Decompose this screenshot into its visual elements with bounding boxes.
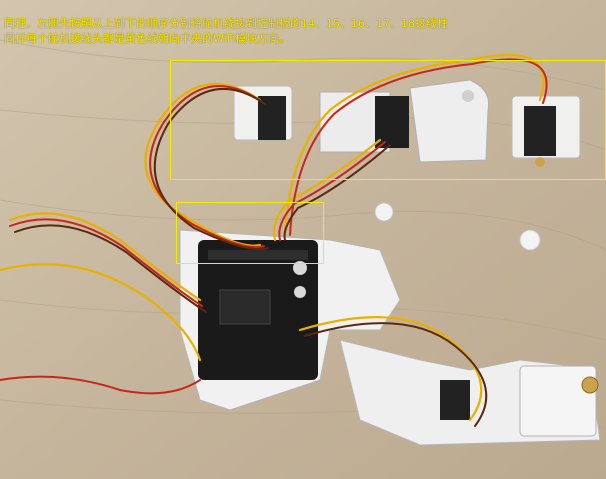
leg-servo-gear [581,376,599,394]
bracket-hole [462,90,474,102]
capacitor-1 [293,261,307,275]
robot-body [179,229,401,411]
capacitor-2 [294,286,306,298]
pin-header [208,250,308,260]
leg-servo-body [440,380,470,420]
servo-3-gear [535,157,545,167]
caption-line-1: 同理，左腿先按照从上到下的顺序分别将舵机线接到控制板的14、15、16、17、1… [4,17,448,30]
servo-3-body [524,106,556,156]
spacer-1 [374,202,394,222]
leg-servo [519,365,597,437]
caption-line-2: 同样每个舵机接线头都是黄色线朝向中央的WiFi模块方向。 [4,32,291,45]
servo-wires [0,53,548,427]
photo-caption: 同理，左腿先按照从上到下的顺序分别将舵机线接到控制板的14、15、16、17、1… [4,16,448,46]
spacer-2 [519,229,541,251]
highlight-box-pin-header [176,202,324,264]
highlight-box-servos [170,60,606,180]
wifi-module [219,289,271,325]
leg-assembly [339,339,601,446]
